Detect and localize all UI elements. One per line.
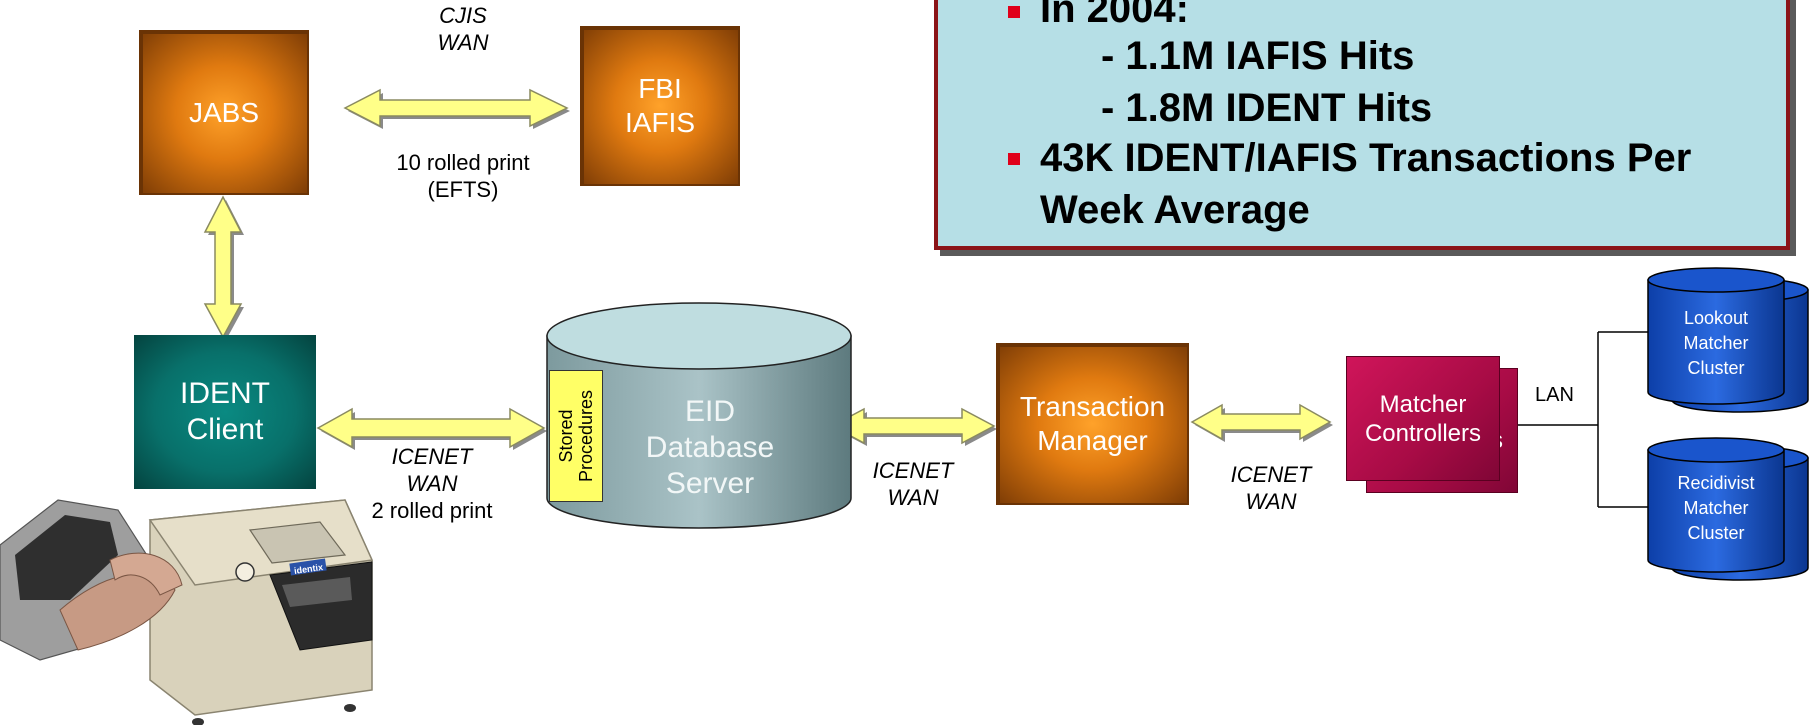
iafis-label: IAFIS	[624, 107, 695, 138]
lan-bracket	[1518, 331, 1648, 508]
eid-database-cylinder	[546, 302, 852, 529]
wan-text: WAN	[406, 471, 458, 496]
bullet-icon	[1008, 6, 1020, 18]
database-text: Database	[645, 431, 775, 464]
cjis-text: CJIS	[439, 3, 487, 28]
rolled-2-text: 2 rolled print	[371, 498, 493, 523]
fbi-iafis-node: FBI IAFIS	[580, 26, 740, 186]
stats-iafis-hits: - 1.1M IAFIS Hits	[1101, 34, 1415, 78]
icenet-text: ICENET	[1230, 462, 1312, 487]
stored-procedures-box: Stored Procedures	[549, 370, 603, 502]
stats-transactions: 43K IDENT/IAFIS Transactions Per	[1040, 136, 1692, 180]
arrow-eid-tm	[830, 407, 997, 446]
rolled-10-print-label: 10 rolled print (EFTS)	[368, 149, 558, 203]
manager-label: Manager	[1037, 425, 1148, 456]
stats-panel: In 2004: - 1.1M IAFIS Hits - 1.8M IDENT …	[934, 0, 1790, 250]
rolled-10-text: 10 rolled print	[396, 150, 530, 175]
matcher-label: Matcher	[1379, 390, 1467, 418]
icenet-wan-label-1: ICENET WAN 2 rolled print	[352, 443, 512, 524]
stats-week-average: Week Average	[1040, 188, 1310, 232]
arrow-ident-eid	[316, 407, 547, 450]
arrow-jabs-ident	[203, 195, 244, 340]
bullet-icon	[1008, 153, 1020, 165]
controllers-label: Controllers	[1364, 419, 1482, 447]
recidivist-cluster-drum	[1647, 437, 1809, 581]
cluster-text: Cluster	[1687, 358, 1745, 378]
jabs-label: JABS	[188, 96, 260, 128]
icenet-wan-label-3: ICENET WAN	[1206, 461, 1336, 515]
stats-year: In 2004:	[1040, 0, 1189, 31]
server-text: Server	[665, 467, 755, 500]
icenet-text: ICENET	[391, 444, 473, 469]
matcher-controllers-node: Matcher Controllers	[1346, 356, 1500, 481]
efts-text: (EFTS)	[427, 177, 499, 202]
recidivist-text: Recidivist	[1677, 473, 1755, 493]
icenet-text: ICENET	[872, 458, 954, 483]
transaction-manager-node: Transaction Manager	[996, 343, 1189, 505]
matcher-text: Matcher	[1683, 333, 1749, 353]
arrow-tm-mc	[1190, 403, 1333, 442]
stored-text: Stored	[556, 409, 576, 463]
icenet-wan-label-2: ICENET WAN	[848, 457, 978, 511]
wan-text: WAN	[437, 30, 489, 55]
eid-database-label: EID Database Server	[600, 394, 820, 502]
fingerprint-scanner-illustration	[0, 499, 374, 725]
lan-label: LAN	[1535, 384, 1574, 406]
transaction-label: Transaction	[1019, 391, 1166, 422]
cluster-text: Cluster	[1687, 523, 1745, 543]
client-label: Client	[186, 413, 264, 446]
wan-text: WAN	[1245, 489, 1297, 514]
matcher-text: Matcher	[1683, 498, 1749, 518]
recidivist-cluster-label: Recidivist Matcher Cluster	[1648, 471, 1784, 546]
arrow-jabs-fbi	[343, 88, 570, 129]
ident-label: IDENT	[180, 377, 270, 410]
jabs-node: JABS	[139, 30, 309, 195]
lookout-text: Lookout	[1683, 308, 1749, 328]
fbi-label: FBI	[638, 73, 682, 104]
eid-text: EID	[684, 395, 735, 428]
lookout-cluster-drum	[1647, 267, 1809, 413]
stats-ident-hits: - 1.8M IDENT Hits	[1101, 86, 1433, 130]
wan-text: WAN	[887, 485, 939, 510]
cjis-wan-label: CJIS WAN	[408, 2, 518, 56]
procedures-text: Procedures	[576, 389, 596, 483]
lookout-cluster-label: Lookout Matcher Cluster	[1648, 306, 1784, 381]
ident-client-node: IDENT Client	[134, 335, 316, 489]
